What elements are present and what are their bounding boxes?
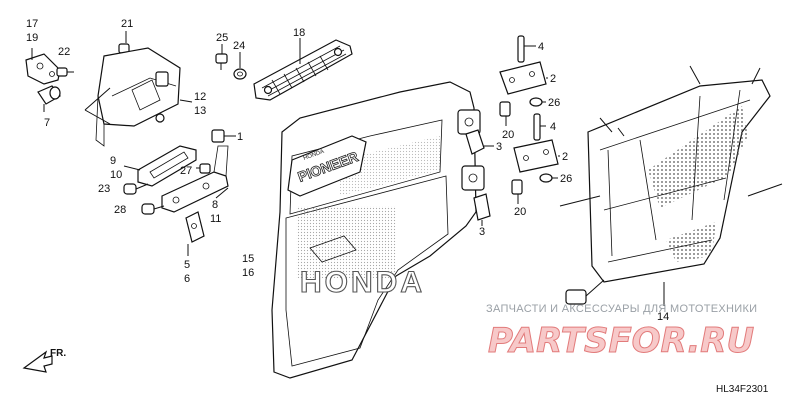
door-panel-15-16: PIONEER HONDA HONDA	[271, 81, 485, 379]
callout-17: 17	[26, 18, 38, 30]
callout-24: 24	[233, 40, 245, 52]
callout-4-upper: 4	[538, 41, 544, 53]
callout-20-lower: 20	[514, 206, 526, 218]
nut-26-lower	[539, 173, 558, 183]
hinge-pin-4-upper	[517, 35, 536, 63]
callout-5: 5	[184, 259, 190, 271]
hinge-plate-2-upper	[499, 61, 548, 95]
callout-23: 23	[98, 183, 110, 195]
callout-26-upper: 26	[548, 97, 560, 109]
callout-labels: 17 19 22 7 21 12 13 25 24 18 1 9 10 23 2…	[26, 18, 669, 323]
callout-27: 27	[180, 165, 192, 177]
callout-15: 15	[242, 253, 254, 265]
bolt-28	[141, 203, 165, 215]
callout-2-lower: 2	[562, 151, 568, 163]
striker-5-6	[185, 211, 205, 256]
callout-6: 6	[184, 273, 190, 285]
callout-3-upper: 3	[496, 141, 502, 153]
callout-28: 28	[114, 204, 126, 216]
door-handle-9-10	[123, 145, 197, 187]
nut-24	[233, 52, 247, 80]
bolt-23	[123, 183, 149, 195]
grommet-3-lower	[473, 193, 491, 226]
fr-label: FR.	[50, 348, 66, 359]
callout-4-lower: 4	[550, 121, 556, 133]
callout-11: 11	[210, 213, 221, 225]
callout-13: 13	[194, 105, 206, 117]
hinge-plate-2-lower	[513, 139, 560, 173]
callout-1: 1	[237, 131, 243, 143]
callout-20-upper: 20	[502, 129, 514, 141]
callout-12: 12	[194, 91, 206, 103]
callout-16: 16	[242, 267, 254, 279]
door-honda-logo: HONDA	[300, 266, 425, 299]
callout-3-lower: 3	[479, 226, 485, 238]
latch-arm-8-11	[161, 145, 229, 213]
diagram-code: HL34F2301	[716, 384, 769, 395]
clip-1	[211, 129, 236, 143]
side-net-14	[559, 65, 783, 306]
callout-19: 19	[26, 32, 38, 44]
watermark-logo: PARTSFOR.RU	[488, 321, 754, 361]
nut-26-upper	[529, 97, 546, 107]
hinge-pin-4-lower	[533, 113, 546, 141]
grommet-3-upper	[465, 129, 494, 155]
hinge-bracket-17-19	[25, 48, 61, 85]
reflector-panel-18	[253, 38, 353, 101]
callout-8: 8	[212, 199, 218, 211]
grommet-7	[37, 85, 61, 112]
watermark-tagline: ЗАПЧАСТИ И АКСЕССУАРЫ ДЛЯ МОТОТЕХНИКИ	[486, 303, 757, 315]
callout-25: 25	[216, 32, 228, 44]
callout-26-lower: 26	[560, 173, 572, 185]
callout-7: 7	[44, 117, 50, 129]
bolt-20-lower	[511, 179, 523, 204]
callout-18: 18	[293, 27, 305, 39]
bolt-20-upper	[499, 101, 511, 126]
callout-21: 21	[121, 18, 133, 30]
callout-10: 10	[110, 169, 122, 181]
callout-9: 9	[110, 155, 116, 167]
callout-2-upper: 2	[550, 73, 556, 85]
bolt-25	[215, 44, 228, 70]
callout-14: 14	[657, 311, 669, 323]
latch-housing-12-13	[84, 47, 193, 147]
callout-22: 22	[58, 46, 70, 58]
screw-27	[196, 163, 211, 174]
bolt-22	[56, 67, 74, 77]
front-direction-marker	[22, 350, 53, 373]
